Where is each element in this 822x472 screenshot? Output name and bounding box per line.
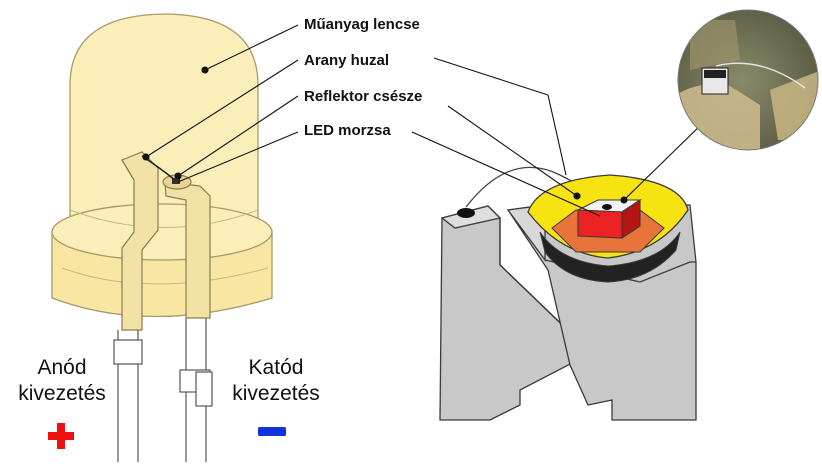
anode-label: Anód kivezetés — [12, 355, 112, 407]
anode-leg — [113, 330, 143, 462]
cross-section-anode-lead — [439, 205, 579, 421]
cathode-label: Katód kivezetés — [224, 355, 328, 407]
lens-body — [51, 13, 273, 318]
led-cross-section — [411, 9, 819, 421]
led-chip — [575, 198, 642, 240]
cathode-minus-sign — [258, 427, 286, 436]
anode-label-line2: kivezetés — [18, 382, 106, 405]
cathode-post — [162, 174, 211, 319]
magnified-chip-photo — [677, 9, 819, 151]
cathode-label-line1: Katód — [248, 356, 304, 379]
anode-plus-sign — [48, 423, 74, 449]
label-plastic-lens: Műanyag lencse — [304, 16, 420, 33]
label-led-chip: LED morzsa — [304, 122, 391, 139]
cathode-leg — [179, 318, 213, 462]
led-package-drawing — [51, 13, 299, 462]
label-reflector-cup: Reflektor csésze — [304, 88, 423, 105]
right-callout-lines — [411, 57, 707, 217]
anode-label-line1: Anód — [37, 356, 87, 379]
left-callout-lines — [142, 24, 299, 183]
cathode-label-line2: kivezetés — [232, 382, 320, 405]
label-gold-wire: Arany huzal — [304, 52, 390, 69]
